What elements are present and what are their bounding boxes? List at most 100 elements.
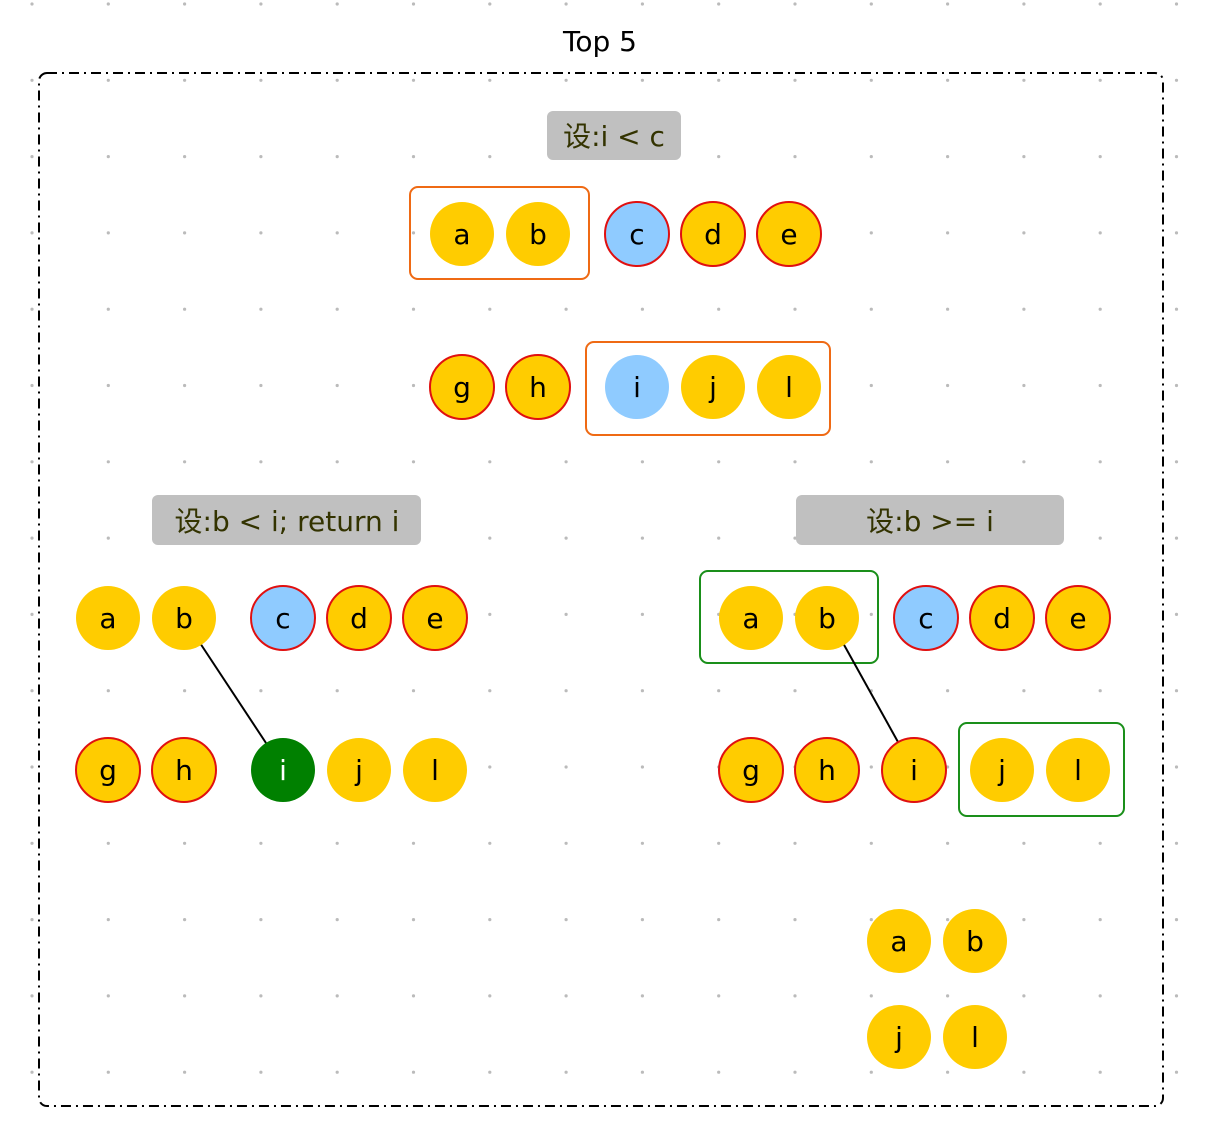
grid-dot: [488, 2, 492, 6]
grid-dot: [30, 155, 34, 159]
node-right-c: c: [893, 585, 959, 651]
grid-dot: [183, 155, 187, 159]
grid-dot: [259, 231, 263, 235]
grid-dot: [30, 536, 34, 540]
grid-dot: [488, 155, 492, 159]
outer-frame: [38, 72, 1164, 1107]
grid-dot: [488, 689, 492, 693]
node-left-j: j: [327, 738, 391, 802]
grid-dot: [1022, 2, 1026, 6]
grid-dot: [335, 841, 339, 845]
grid-dot: [335, 231, 339, 235]
grid-dot: [30, 2, 34, 6]
grid-dot: [717, 78, 721, 82]
grid-dot: [946, 2, 950, 6]
grid-dot: [793, 2, 797, 6]
group-box-top-ab: [409, 186, 590, 280]
grid-dot: [183, 78, 187, 82]
node-right-h-label: h: [818, 754, 836, 787]
grid-dot: [946, 1070, 950, 1074]
node-right-l-label: l: [1074, 754, 1082, 787]
grid-dot: [30, 231, 34, 235]
grid-dot: [1098, 994, 1102, 998]
grid-dot: [1174, 383, 1179, 388]
node-top-d-label: d: [704, 218, 722, 251]
grid-dot: [335, 1070, 339, 1074]
node-top-h-label: h: [529, 371, 547, 404]
grid-dot: [1174, 612, 1179, 617]
grid-dot: [946, 918, 950, 922]
grid-dot: [30, 383, 34, 388]
node-left-b: b: [152, 586, 216, 650]
grid-dot: [1098, 2, 1102, 6]
grid-dot: [106, 307, 110, 311]
grid-dot: [259, 689, 263, 693]
node-top-g: g: [429, 354, 495, 420]
node-left-h-label: h: [175, 754, 193, 787]
grid-dot: [1174, 994, 1179, 998]
node-right-a: a: [719, 586, 783, 650]
link-right-b-i: [842, 642, 899, 743]
grid-dot: [717, 841, 721, 845]
grid-dot: [1098, 155, 1102, 159]
grid-dot: [717, 689, 721, 693]
tag-top-label: 设:i < c: [563, 120, 665, 153]
node-right-g: g: [718, 737, 784, 803]
grid-dot: [640, 2, 645, 6]
grid-dot: [488, 918, 492, 922]
grid-dot: [411, 994, 416, 998]
grid-dot: [1022, 994, 1026, 998]
grid-dot: [335, 689, 339, 693]
grid-dot: [335, 994, 339, 998]
grid-dot: [488, 78, 492, 82]
grid-dot: [106, 1070, 110, 1074]
grid-dot: [335, 383, 339, 388]
grid-dot: [488, 841, 492, 845]
node-left-g: g: [75, 737, 141, 803]
grid-dot: [335, 460, 339, 464]
grid-dot: [488, 307, 492, 311]
grid-dot: [1022, 231, 1026, 235]
grid-dot: [488, 765, 492, 769]
grid-dot: [869, 612, 873, 617]
node-top-i-label: i: [633, 371, 641, 404]
grid-dot: [946, 78, 950, 82]
grid-dot: [30, 78, 34, 82]
grid-dot: [793, 1070, 797, 1074]
node-top-j: j: [681, 355, 745, 419]
grid-dot: [259, 307, 263, 311]
node-top-j-label: j: [708, 371, 717, 404]
node-right-b-label: b: [818, 602, 836, 635]
grid-dot: [640, 78, 645, 82]
grid-dot: [1022, 841, 1026, 845]
node-right-d: d: [969, 585, 1035, 651]
node-top-c-label: c: [629, 218, 644, 251]
grid-dot: [259, 841, 263, 845]
grid-dot: [488, 460, 492, 464]
grid-dot: [564, 765, 568, 769]
link-left-b-i: [199, 642, 269, 747]
group-box-top-ijl: [585, 341, 831, 436]
grid-dot: [1098, 689, 1102, 693]
node-right-l: l: [1046, 738, 1110, 802]
grid-dot: [1174, 231, 1179, 235]
grid-dot: [259, 383, 263, 388]
grid-dot: [946, 689, 950, 693]
grid-dot: [640, 536, 645, 540]
grid-dot: [259, 460, 263, 464]
grid-dot: [869, 2, 873, 6]
grid-dot: [1022, 689, 1026, 693]
node-right-a-label: a: [742, 602, 759, 635]
grid-dot: [869, 231, 873, 235]
node-result-b-label: b: [966, 925, 984, 958]
grid-dot: [488, 536, 492, 540]
grid-dot: [1022, 307, 1026, 311]
grid-dot: [869, 1070, 873, 1074]
node-left-h: h: [151, 737, 217, 803]
grid-dot: [183, 231, 187, 235]
grid-dot: [106, 994, 110, 998]
node-top-a-label: a: [453, 218, 470, 251]
grid-dot: [411, 841, 416, 845]
node-right-d-label: d: [993, 602, 1011, 635]
